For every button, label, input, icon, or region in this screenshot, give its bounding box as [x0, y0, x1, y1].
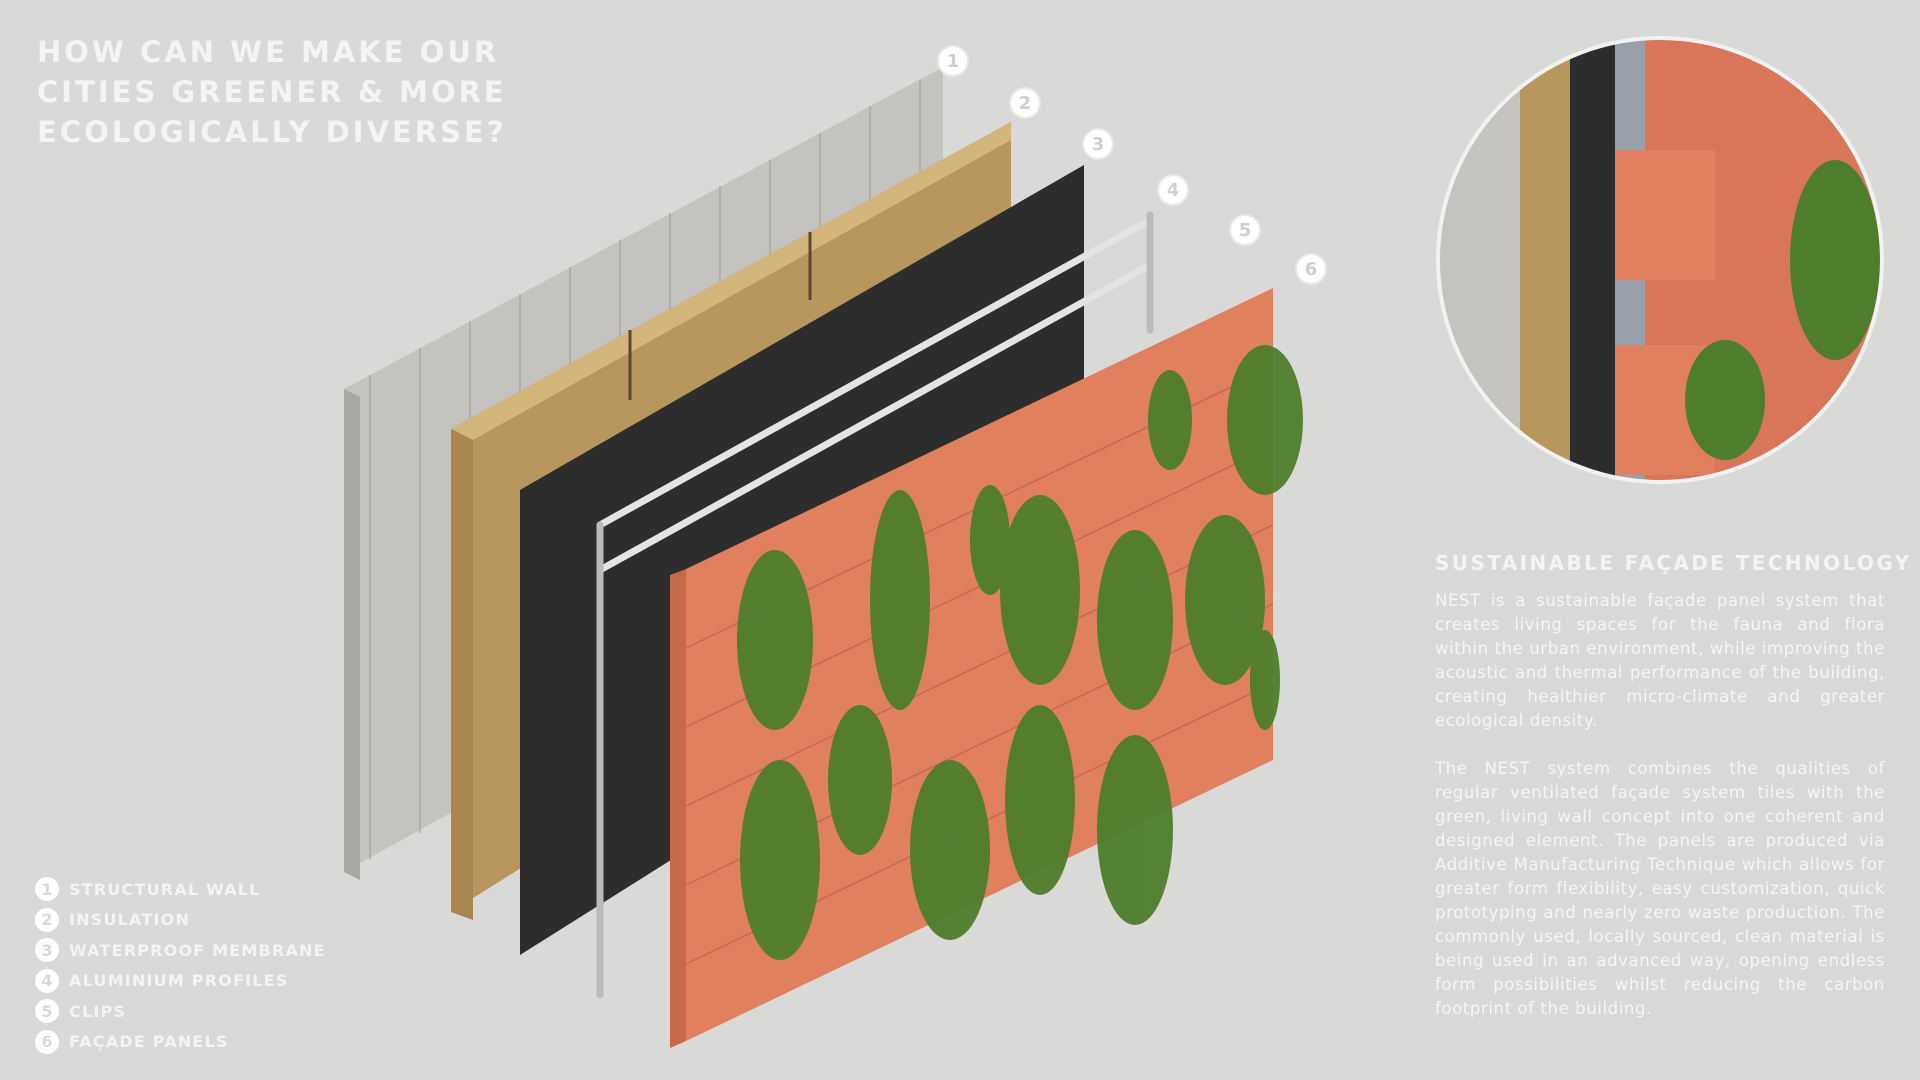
title-line: ECOLOGICALLY DIVERSE?: [37, 115, 507, 149]
callout-4: 4: [1159, 176, 1187, 204]
legend-label: INSULATION: [69, 910, 191, 930]
legend-label: CLIPS: [69, 1001, 127, 1021]
hanging-plants: [737, 345, 1303, 960]
legend-number: 4: [35, 968, 59, 993]
title-line: CITIES GREENER & MORE: [37, 75, 507, 109]
callout-1: 1: [939, 47, 967, 75]
legend-item: 5 CLIPS: [35, 996, 326, 1027]
callout-5: 5: [1231, 216, 1259, 244]
legend-number: 2: [35, 907, 59, 932]
description-heading: SUSTAINABLE FAÇADE TECHNOLOGY: [1435, 551, 1912, 575]
legend-number: 5: [35, 999, 59, 1024]
description-panel: SUSTAINABLE FAÇADE TECHNOLOGY NEST is a …: [1435, 551, 1912, 1045]
legend-label: FAÇADE PANELS: [69, 1032, 229, 1052]
description-paragraph: The NEST system combines the qualities o…: [1435, 759, 1885, 1018]
legend-number: 3: [35, 938, 59, 963]
legend-item: 1 STRUCTURAL WALL: [35, 874, 326, 905]
legend-label: WATERPROOF MEMBRANE: [69, 940, 326, 960]
legend-item: 4 ALUMINIUM PROFILES: [35, 966, 326, 997]
legend-label: ALUMINIUM PROFILES: [69, 971, 289, 991]
legend-number: 1: [35, 877, 59, 902]
detail-magnifier: [1436, 36, 1884, 484]
callout-2: 2: [1011, 89, 1039, 117]
layer-legend: 1 STRUCTURAL WALL 2 INSULATION 3 WATERPROOF…: [35, 874, 326, 1057]
legend-item: 2 INSULATION: [35, 905, 326, 936]
legend-number: 6: [35, 1029, 59, 1054]
description-paragraph: NEST is a sustainable façade panel syste…: [1435, 591, 1885, 730]
callout-6: 6: [1297, 255, 1325, 283]
callout-3: 3: [1084, 130, 1112, 158]
legend-item: 6 FAÇADE PANELS: [35, 1027, 326, 1058]
legend-label: STRUCTURAL WALL: [69, 879, 261, 899]
page-title: HOW CAN WE MAKE OUR CITIES GREENER & MOR…: [37, 32, 507, 152]
legend-item: 3 WATERPROOF MEMBRANE: [35, 935, 326, 966]
title-line: HOW CAN WE MAKE OUR: [37, 35, 500, 69]
aluminium-profiles-layer: [596, 211, 1154, 999]
